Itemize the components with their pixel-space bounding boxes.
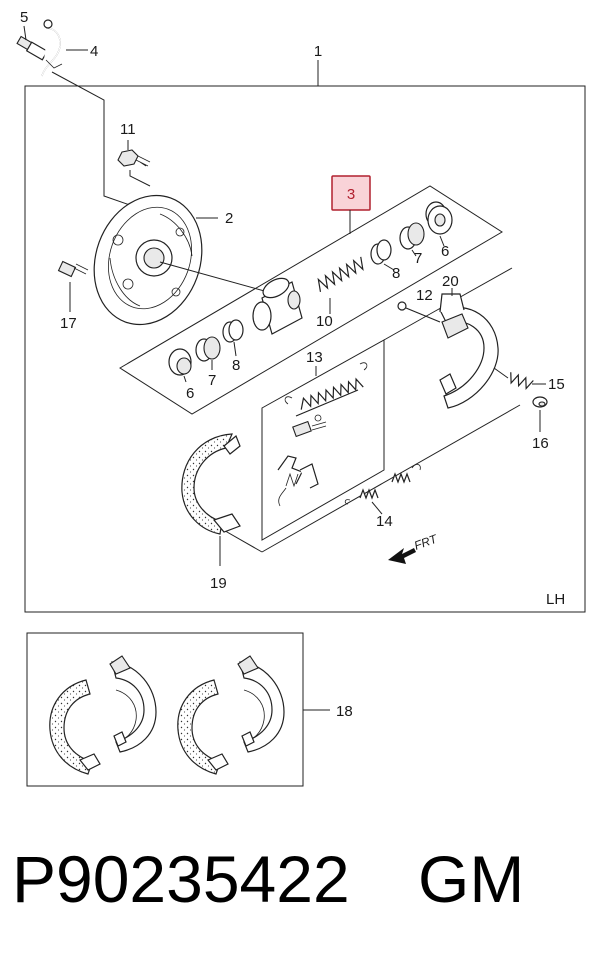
wheel-cylinder-group-outline (119, 185, 503, 415)
bolt (117, 140, 151, 187)
cylinder-cup-right (370, 239, 395, 271)
hold-down-cup (532, 396, 548, 432)
brake-shoe-left (181, 433, 241, 566)
callout-1: 1 (314, 43, 322, 60)
highlighted-callout-box (331, 175, 371, 211)
front-direction-label: FRT (412, 531, 440, 553)
brand-label: GM (418, 842, 524, 916)
callout-17: 17 (60, 315, 77, 332)
return-spring-upper (284, 362, 368, 410)
cylinder-piston-left (195, 336, 221, 370)
anchor-bolt (57, 260, 89, 312)
callout-13: 13 (306, 349, 323, 366)
callout-10: 10 (316, 313, 333, 330)
cylinder-spring (317, 256, 364, 314)
callout-2: 2 (225, 210, 233, 227)
callout-18: 18 (336, 703, 353, 720)
hold-down-spring (493, 367, 546, 391)
callout-6-left: 6 (186, 385, 194, 402)
return-spring-lower (344, 464, 421, 515)
cylinder-piston-right (399, 222, 425, 257)
callout-16: 16 (532, 435, 549, 452)
callout-8-right: 8 (392, 265, 400, 282)
bleeder-screw (16, 25, 49, 61)
callout-5: 5 (20, 9, 28, 26)
callout-11: 11 (120, 121, 136, 138)
adjuster-lever (277, 455, 319, 507)
callout-12: 12 (416, 287, 433, 304)
front-direction-arrow (388, 548, 416, 564)
main-diagram-frame (24, 85, 586, 613)
cylinder-cup-left (222, 319, 244, 357)
hold-down-pin (397, 301, 441, 323)
callout-8-left: 8 (232, 357, 240, 374)
callout-4: 4 (90, 43, 98, 60)
callout-3: 3 (347, 186, 355, 203)
callout-19: 19 (210, 575, 227, 592)
callout-7-right: 7 (414, 250, 422, 267)
wheel-cylinder-body (252, 277, 303, 335)
backing-plate (93, 194, 218, 326)
callout-6-right: 6 (441, 243, 449, 260)
callout-14: 14 (376, 513, 393, 530)
callout-15: 15 (548, 376, 565, 393)
part-number: P90235422 (12, 842, 350, 916)
dust-boot-left (168, 348, 192, 383)
callout-7-left: 7 (208, 372, 216, 389)
brake-shoe-right (439, 288, 499, 409)
shoe-kit-right-pair (177, 655, 285, 775)
side-label: LH (546, 591, 565, 608)
spring-group-outline (261, 339, 385, 541)
shoe-kit-left-pair (49, 655, 157, 775)
callout-20: 20 (442, 273, 459, 290)
dust-boot-right (425, 201, 453, 247)
brake-tube (41, 19, 88, 77)
adjuster-assembly (292, 389, 359, 438)
